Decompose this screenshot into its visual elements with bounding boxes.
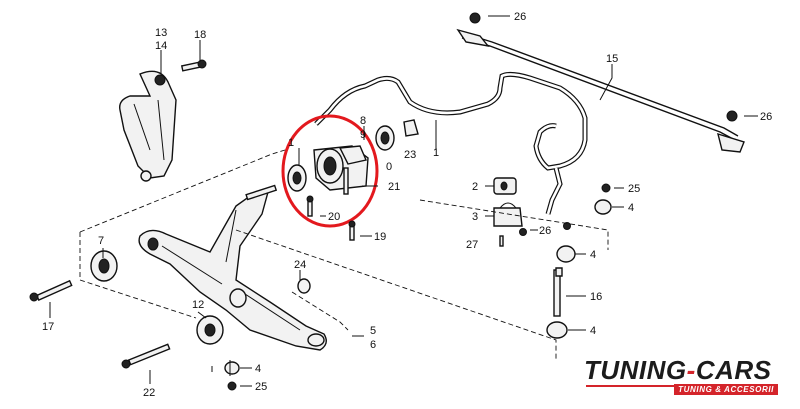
callout-19: 19 (374, 231, 386, 243)
assembly-frame (79, 149, 609, 376)
stabilizer-link-rod (456, 12, 745, 153)
callout-21: 21 (388, 181, 400, 193)
logo-tagline: TUNING & ACCESORII (674, 384, 778, 395)
bushing-clamp-assembly (287, 145, 369, 217)
callout-17: 17 (42, 321, 54, 333)
logo-brand: TUNING-CARS (584, 355, 772, 386)
callout-4-c: 4 (590, 325, 596, 337)
callout-26-mid: 26 (539, 225, 551, 237)
callout-1-left: 1 (288, 137, 294, 149)
callout-26-right: 26 (760, 111, 772, 123)
bracket-3 (493, 202, 523, 227)
callout-27: 27 (466, 239, 478, 251)
bushing-2 (493, 177, 517, 195)
end-link-16 (546, 183, 612, 339)
bolt-18 (180, 59, 207, 72)
callout-9: 9 (360, 129, 366, 141)
callout-4-a: 4 (628, 202, 634, 214)
callout-22: 22 (143, 387, 155, 399)
bushing-12 (196, 315, 224, 345)
collar-23 (403, 119, 419, 137)
callout-4-d: 4 (255, 363, 261, 375)
bushing-0 (375, 125, 395, 151)
callout-3: 3 (472, 211, 478, 223)
callout-20: 20 (328, 211, 340, 223)
logo-stripe (586, 385, 676, 387)
callout-26-top: 26 (514, 11, 526, 23)
collar-24 (297, 278, 311, 294)
highlight-circle (281, 114, 379, 228)
callout-25-bottom: 25 (255, 381, 267, 393)
logo-brand-dash: - (686, 355, 696, 385)
callout-1-right: 1 (433, 147, 439, 159)
callout-12: 12 (192, 299, 204, 311)
tuning-cars-logo: TUNING-CARS TUNING & ACCESORII (584, 355, 784, 403)
leader-lines (49, 15, 758, 387)
callout-4-b: 4 (590, 249, 596, 261)
callout-5: 5 (370, 325, 376, 337)
callout-6: 6 (370, 339, 376, 351)
knuckle-bracket (119, 70, 177, 182)
callout-2: 2 (472, 181, 478, 193)
logo-brand-right: CARS (695, 355, 772, 385)
callout-24: 24 (294, 259, 306, 271)
callout-25-right: 25 (628, 183, 640, 195)
lower-control-arm (138, 184, 327, 351)
callout-23: 23 (404, 149, 416, 161)
callout-13: 13 (155, 27, 167, 39)
sway-bar (314, 71, 588, 215)
bolt-27 (499, 235, 504, 247)
bushing-7 (90, 250, 118, 282)
callout-0: 0 (386, 161, 392, 173)
callout-7: 7 (98, 235, 104, 247)
callout-15: 15 (606, 53, 618, 65)
callout-16: 16 (590, 291, 602, 303)
callout-18: 18 (194, 29, 206, 41)
logo-brand-left: TUNING (584, 355, 687, 385)
callout-8: 8 (360, 115, 366, 127)
callout-numbers: 13 14 18 26 15 26 1 8 9 0 23 1 21 20 19 … (42, 11, 772, 399)
bolt-26 (519, 228, 527, 236)
callout-14: 14 (155, 40, 167, 52)
bolts-lower (29, 220, 356, 391)
